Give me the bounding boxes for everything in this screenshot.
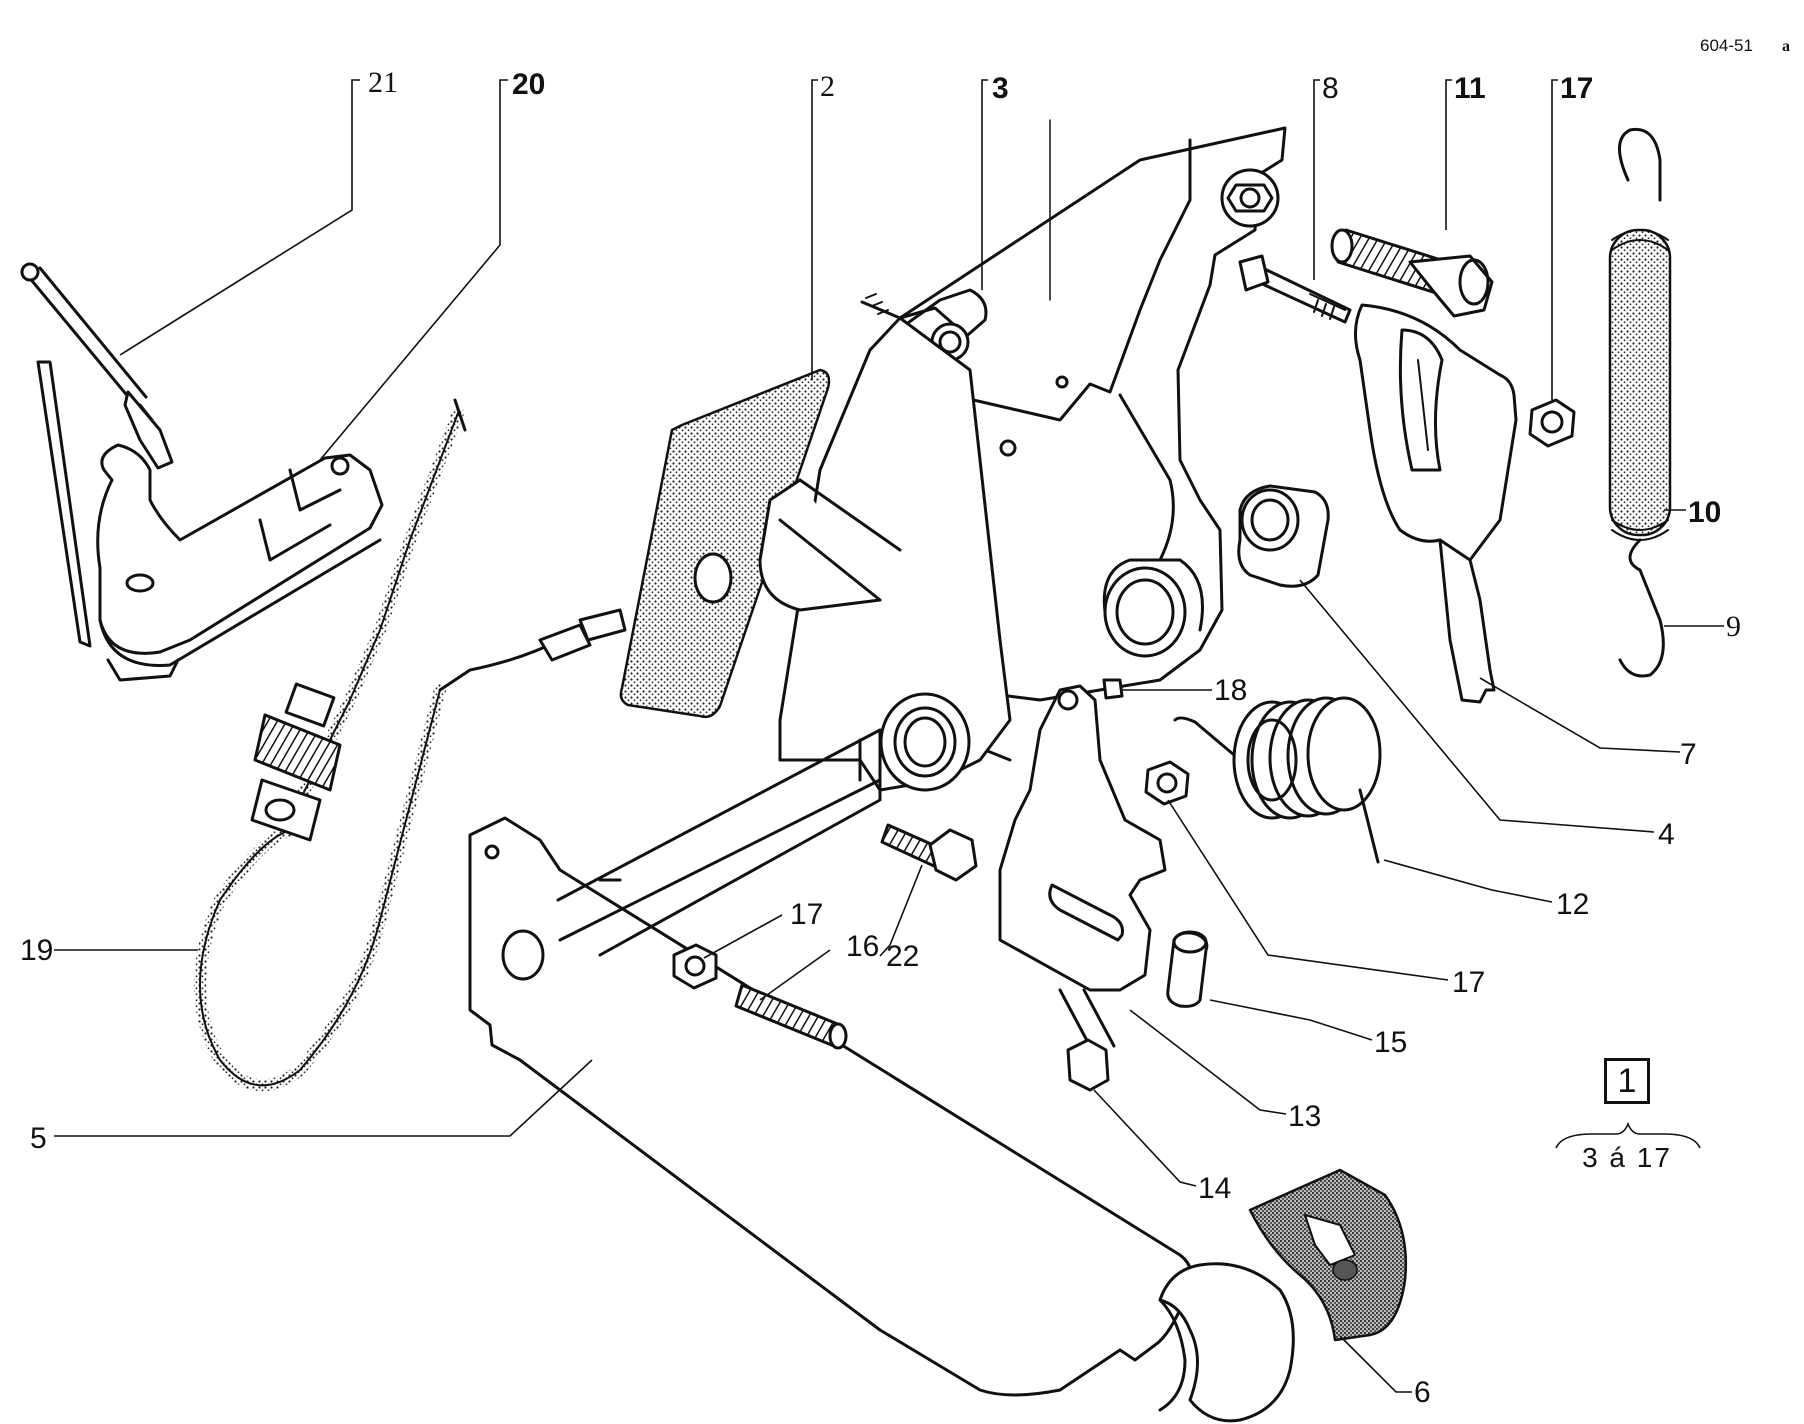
group-brace xyxy=(1555,1121,1701,1149)
part-14-bolt xyxy=(1066,1038,1110,1092)
part-9-hook xyxy=(1618,538,1665,678)
part-8-bolt xyxy=(1238,254,1352,324)
ref-code: 604-51 xyxy=(1700,36,1753,55)
part-4-bushing xyxy=(1237,484,1330,588)
callout-9: 9 xyxy=(1726,610,1741,643)
part-11-threaded-stud xyxy=(1330,228,1494,318)
leader-5 xyxy=(54,1059,593,1137)
callout-2: 2 xyxy=(820,70,835,103)
part-13-clevis-bracket xyxy=(998,684,1167,1052)
callout-13: 13 xyxy=(1288,1100,1321,1133)
callout-10: 10 xyxy=(1688,496,1721,529)
callout-4: 4 xyxy=(1658,818,1675,851)
part-7-clamp-bracket xyxy=(1354,303,1518,704)
part-12-torsion-spring xyxy=(1173,696,1382,864)
leader-4 xyxy=(1299,579,1655,833)
leader-11 xyxy=(1445,79,1452,230)
callout-20: 20 xyxy=(512,68,545,101)
leader-21 xyxy=(119,79,360,356)
part-21-control-rod xyxy=(20,262,174,470)
callout-17-lower: 17 xyxy=(790,898,823,931)
part-22-bolt xyxy=(880,823,978,882)
callout-21: 21 xyxy=(368,66,398,99)
part-20-lever-bracket xyxy=(36,360,384,682)
callout-22: 22 xyxy=(886,940,919,973)
leader-12 xyxy=(1383,859,1553,903)
leader-17c xyxy=(1167,799,1449,981)
callout-17-middle: 17 xyxy=(1452,966,1485,999)
leader-22 xyxy=(879,864,923,957)
part-19-cable xyxy=(194,398,627,1092)
group-range: 3 á 17 xyxy=(1582,1142,1672,1173)
part-2-pad xyxy=(619,368,831,719)
part-pedal-bracket-plate xyxy=(758,119,1069,792)
leader-13 xyxy=(1129,1009,1287,1115)
part-15-spacer xyxy=(1166,930,1209,1008)
part-18-pin xyxy=(1102,678,1124,700)
leader-15 xyxy=(1209,999,1373,1041)
callout-5: 5 xyxy=(30,1122,47,1155)
callout-15: 15 xyxy=(1374,1026,1407,1059)
leader-20 xyxy=(319,79,508,461)
leader-14 xyxy=(1093,1089,1197,1187)
part-17-nut-middle xyxy=(1144,760,1190,806)
callout-12: 12 xyxy=(1556,888,1589,921)
part-10-spring xyxy=(1608,127,1672,541)
leader-17b xyxy=(703,914,783,959)
callout-8: 8 xyxy=(1322,72,1339,105)
callout-3: 3 xyxy=(992,72,1009,105)
leader-17a xyxy=(1551,79,1558,400)
part-6-pedal-pad xyxy=(1248,1168,1408,1342)
group-number: 1 xyxy=(1617,1061,1637,1100)
leader-7 xyxy=(1479,677,1681,753)
callout-6: 6 xyxy=(1414,1376,1431,1409)
part-17-nut-top xyxy=(1528,398,1576,448)
part-5-pedal-arm xyxy=(468,728,1295,1423)
leader-6 xyxy=(1339,1335,1412,1393)
leader-16 xyxy=(759,949,831,1001)
part-16-threaded-rod xyxy=(734,983,848,1050)
callout-18: 18 xyxy=(1214,674,1247,707)
callout-19: 19 xyxy=(20,934,53,967)
callout-7: 7 xyxy=(1680,738,1697,771)
callout-16: 16 xyxy=(846,930,879,963)
callout-14: 14 xyxy=(1198,1172,1231,1205)
part-17-nut-lower xyxy=(672,943,718,990)
leader-8 xyxy=(1313,79,1320,280)
callout-17-top: 17 xyxy=(1560,72,1593,105)
leader-2 xyxy=(811,79,818,380)
callout-11: 11 xyxy=(1454,72,1486,105)
ref-suffix: a xyxy=(1782,38,1790,55)
group-number-box: 1 xyxy=(1604,1058,1650,1104)
leader-3 xyxy=(981,79,988,290)
